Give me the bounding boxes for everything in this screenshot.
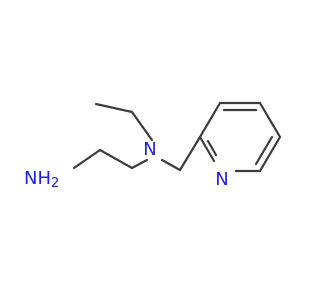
molecule-diagram: NH2 N N bbox=[24, 101, 282, 191]
amine-nh2-subscript: 2 bbox=[51, 176, 59, 191]
bond-c2-n bbox=[130, 158, 149, 170]
bond-n-benzyl-c bbox=[160, 158, 182, 172]
amine-nh2-base: NH bbox=[24, 168, 51, 189]
bonds bbox=[72, 101, 282, 173]
bond-ring-c4-c5 bbox=[258, 101, 282, 139]
bond-nh2-c1 bbox=[72, 148, 102, 170]
bond-ring-inner-c5-c6 bbox=[254, 135, 274, 166]
pyridine-n-label: N bbox=[215, 169, 228, 190]
bond-ethyl-c1-c2 bbox=[94, 102, 134, 114]
amine-nh2-label: NH2 bbox=[24, 168, 59, 191]
bond-ring-c2-c3 bbox=[198, 101, 222, 139]
bond-benzyl-c-ring bbox=[178, 135, 202, 172]
bond-ring-n-c2 bbox=[198, 135, 216, 163]
atom-labels: NH2 N N bbox=[24, 139, 229, 191]
tertiary-amine-n-label: N bbox=[143, 139, 156, 160]
bond-ring-c5-c6 bbox=[258, 135, 282, 173]
bond-n-ethyl-c1 bbox=[130, 110, 154, 142]
bond-ring-inner-n-c2 bbox=[206, 139, 218, 157]
bond-c1-c2 bbox=[98, 148, 134, 170]
